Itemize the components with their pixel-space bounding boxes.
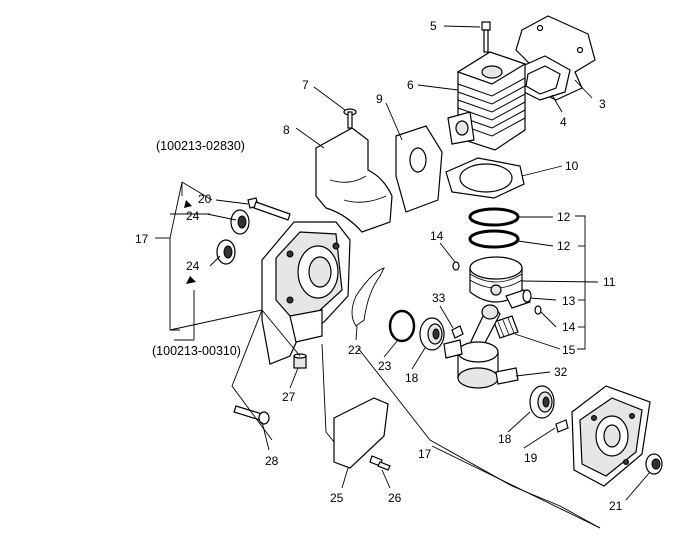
bearing-18a <box>419 317 445 351</box>
callout-5: 5 <box>430 19 437 33</box>
plate-25 <box>333 397 389 469</box>
cylinder-6 <box>447 51 527 151</box>
leader-lines <box>155 25 651 529</box>
cover-8 <box>315 127 393 233</box>
callout-17a: 17 <box>135 232 149 246</box>
gasket-9 <box>395 125 443 213</box>
screw-7 <box>343 108 357 129</box>
callout-13: 13 <box>562 294 576 308</box>
circlip-14 <box>452 261 460 271</box>
callout-12b: 12 <box>557 239 571 253</box>
callout-33: 33 <box>432 291 446 305</box>
callout-9: 9 <box>376 92 383 106</box>
callout-7: 7 <box>302 78 309 92</box>
callout-26: 26 <box>388 491 402 505</box>
callout-19: 19 <box>524 451 538 465</box>
callout-20: 20 <box>198 192 212 206</box>
callout-14a: 14 <box>430 229 444 243</box>
arrow-marker-top <box>184 200 192 208</box>
bolt-5 <box>481 21 491 53</box>
crankcase-right <box>571 385 651 487</box>
circlip-14b <box>534 305 542 315</box>
callout-12a: 12 <box>557 210 571 224</box>
bearing-24b <box>216 239 236 265</box>
pin-19 <box>555 419 569 433</box>
screw-26 <box>369 455 391 471</box>
callout-labels: 5 3 4 6 7 8 9 10 11 12 12 13 14 14 15 17… <box>135 19 623 513</box>
callout-11: 11 <box>603 275 616 289</box>
plug-27 <box>293 353 307 369</box>
bolt-20 <box>247 197 291 221</box>
seal-23 <box>388 309 416 343</box>
gasket-22 <box>351 267 385 327</box>
bearing-24a <box>230 209 250 235</box>
bearing-18b <box>529 385 555 419</box>
reference-top: (100213-02830) <box>156 139 245 153</box>
callout-18b: 18 <box>498 432 512 446</box>
callout-28: 28 <box>265 454 279 468</box>
callout-8: 8 <box>283 123 290 137</box>
callout-6: 6 <box>407 78 414 92</box>
piston-pin-13 <box>505 289 532 309</box>
crankshaft-32 <box>443 304 519 389</box>
needle-bearing-15 <box>493 315 519 339</box>
gasket-10 <box>445 157 525 199</box>
key-33 <box>451 325 464 339</box>
callout-3: 3 <box>599 97 606 111</box>
callout-32: 32 <box>554 365 568 379</box>
callout-22: 22 <box>348 343 362 357</box>
seal-21 <box>645 453 663 475</box>
callout-25: 25 <box>330 491 344 505</box>
bolt-28 <box>233 405 270 425</box>
crankcase-left <box>261 221 351 365</box>
reference-bottom: (100213-00310) <box>152 344 241 358</box>
arrow-marker-bottom <box>186 276 196 284</box>
callout-24a: 24 <box>186 209 200 223</box>
callout-4: 4 <box>560 115 567 129</box>
piston-rings-12 <box>468 207 520 249</box>
callout-21: 21 <box>609 499 623 513</box>
callout-24b: 24 <box>186 259 200 273</box>
callout-15: 15 <box>562 343 576 357</box>
callout-23: 23 <box>378 359 392 373</box>
callout-18a: 18 <box>405 371 419 385</box>
callout-27: 27 <box>282 390 296 404</box>
callout-14b: 14 <box>562 320 576 334</box>
callout-17b: 17 <box>418 447 432 461</box>
callout-10: 10 <box>565 159 579 173</box>
